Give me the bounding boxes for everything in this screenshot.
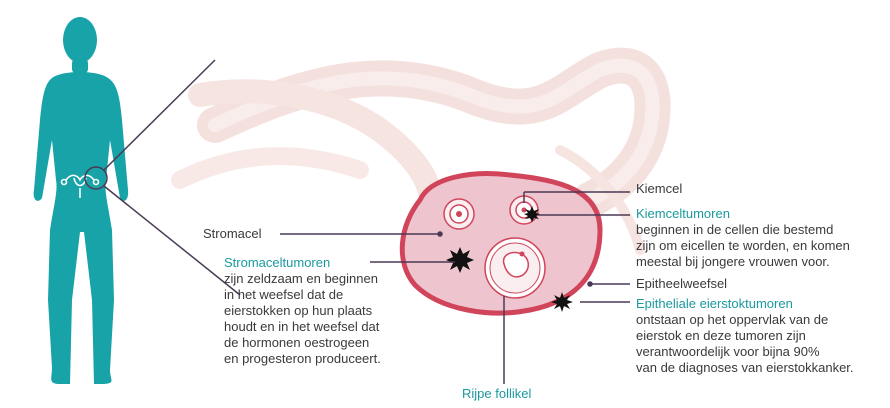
epitheliale-line: van de diagnoses van eierstokkanker. [636, 360, 854, 375]
kiemceltumoren-line: beginnen in de cellen die bestemd [636, 222, 834, 237]
stromaceltumoren-line: eierstokken op hun plaats [224, 303, 373, 318]
stromaceltumoren-line: en progesteron produceert. [224, 351, 381, 366]
stromaceltumoren-line: in het weefsel dat de [224, 287, 344, 302]
ovary [399, 171, 603, 316]
female-silhouette-icon [33, 17, 129, 384]
zoom-line-top [103, 59, 216, 171]
stromaceltumoren-line: zijn zeldzaam en beginnen [224, 271, 378, 286]
kiemceltumoren-heading: Kiemceltumoren [636, 206, 730, 221]
stromaceltumoren-heading: Stromaceltumoren [224, 255, 331, 270]
tumor-spike-icon [446, 247, 474, 273]
epitheliale-block: Epitheliale eierstoktumoren ontstaan op … [636, 296, 854, 376]
epitheliale-line: verantwoordelijk voor bijna 90% [636, 344, 820, 359]
kiemceltumoren-block: Kiemceltumoren beginnen in de cellen die… [636, 206, 850, 270]
epitheliale-line: eierstok en deze tumoren zijn [636, 328, 806, 343]
epithelial-tumor-icon [551, 292, 573, 312]
label-epitheelweefsel: Epitheelweefsel [636, 276, 728, 291]
epitheliale-heading: Epitheliale eierstoktumoren [636, 296, 793, 311]
kiemceltumoren-line: zijn om eicellen te worden, en komen [636, 238, 850, 253]
leader-lines [280, 191, 630, 384]
zoom-line-bottom [103, 185, 241, 296]
epitheliale-line: ontstaan op het oppervlak van de [636, 312, 829, 327]
stromaceltumoren-block: Stromaceltumoren zijn zeldzaam en beginn… [224, 255, 381, 367]
kiemceltumoren-line: meestal bij jongere vrouwen voor. [636, 254, 830, 269]
germ-tumor-icon [524, 206, 540, 222]
label-kiemcel: Kiemcel [636, 181, 683, 196]
label-stromacel: Stromacel [203, 226, 262, 241]
stromaceltumoren-line: houdt en in het weefsel dat [224, 319, 380, 334]
stromaceltumoren-line: de hormonen oestrogeen [224, 335, 370, 350]
zoom-circle [84, 166, 108, 190]
label-rijpe-follikel: Rijpe follikel [462, 386, 532, 401]
